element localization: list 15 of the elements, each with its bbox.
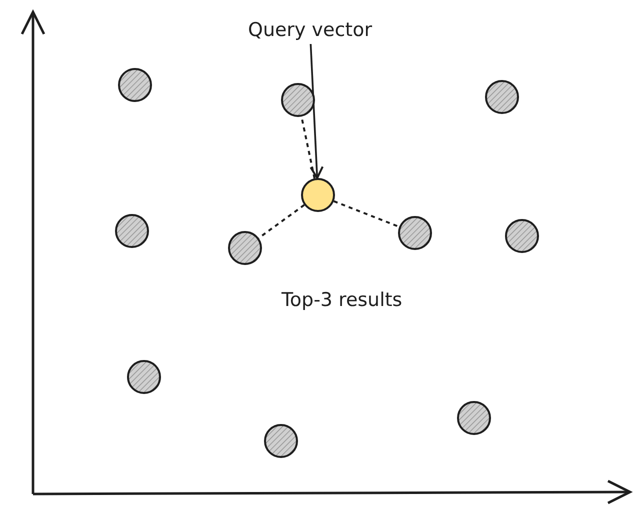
data-point bbox=[117, 67, 153, 103]
data-point bbox=[126, 359, 162, 395]
dotted-line bbox=[333, 200, 400, 228]
data-point bbox=[397, 215, 433, 251]
data-point bbox=[484, 79, 520, 115]
annotation-text: Top-3 results bbox=[282, 289, 402, 311]
data-point bbox=[227, 230, 263, 266]
data-point bbox=[280, 82, 316, 118]
data-point bbox=[114, 213, 150, 249]
callout-text: Query vector bbox=[248, 19, 372, 41]
query-point bbox=[300, 177, 336, 213]
arrow bbox=[310, 44, 324, 180]
data-point bbox=[504, 218, 540, 254]
data-point bbox=[456, 400, 492, 436]
data-point bbox=[263, 423, 299, 459]
